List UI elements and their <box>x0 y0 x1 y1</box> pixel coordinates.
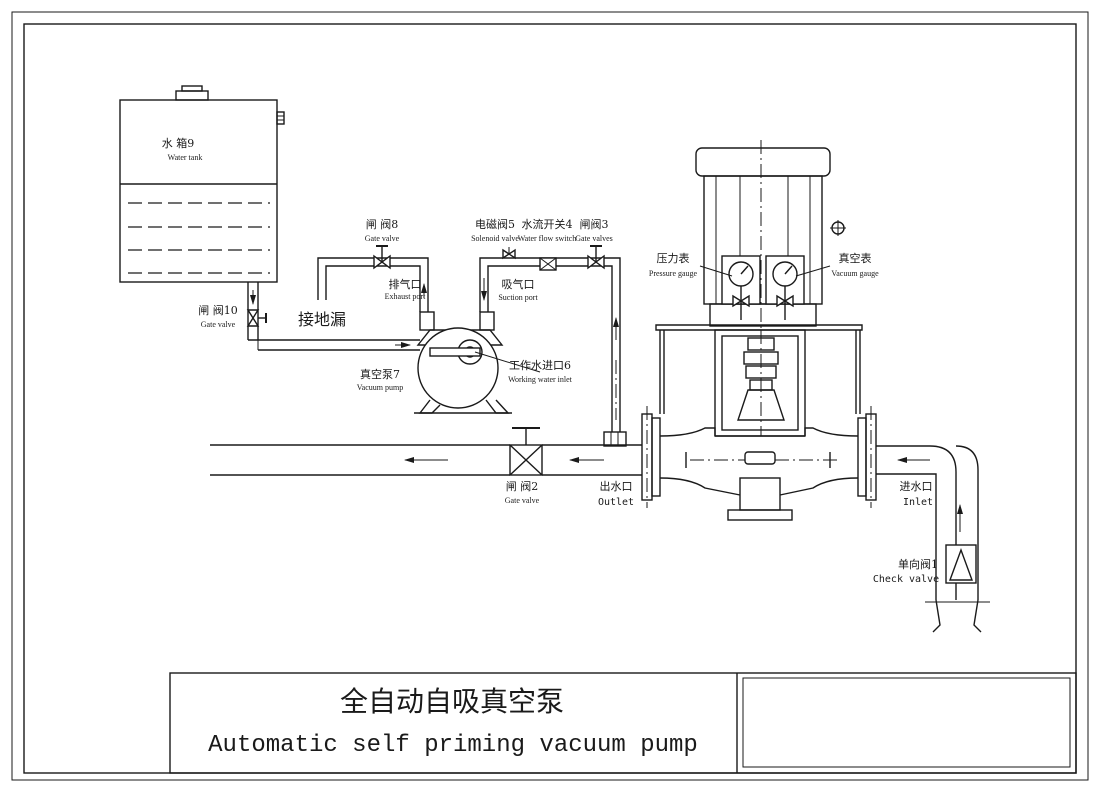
tank-drain-pipe <box>246 282 420 351</box>
working-water-inlet-label-en: Working water inlet <box>508 375 573 384</box>
suction-port-label-cn: 吸气口 <box>502 277 535 291</box>
title-block: 全自动自吸真空泵 Automatic self priming vacuum p… <box>169 672 1077 774</box>
water-flow-switch-label-en: Water flow switch <box>518 234 576 243</box>
solenoid-valve-label-cn: 电磁阀5 <box>475 217 515 231</box>
discharge-pipe <box>210 444 642 476</box>
solenoid-valve-label-en: Solenoid valve <box>471 234 519 243</box>
motor <box>695 140 846 330</box>
gate-valve-3-label-cn: 闸阀3 <box>580 217 609 231</box>
working-water-inlet-label-cn: 工作水进口6 <box>509 359 571 372</box>
check-valve <box>945 544 977 584</box>
vacuum-pump-label-en: Vacuum pump <box>357 383 403 392</box>
check-valve-label-en: Check valve <box>873 574 939 585</box>
inlet-pipe <box>876 445 990 633</box>
pressure-gauge-leader <box>699 265 733 277</box>
outlet-label-en: Outlet <box>598 497 634 508</box>
gate-valve-8-label-cn: 闸 阀8 <box>366 217 399 231</box>
vacuum-gauge-leader <box>795 265 831 277</box>
vacuum-gauge <box>765 255 805 320</box>
gate-valve-8-label-en: Gate valve <box>365 234 400 243</box>
check-valve-label-cn: 单向阀1 <box>898 557 938 571</box>
vacuum-pump-label-cn: 真空泵7 <box>360 367 400 381</box>
gate-valve-3-label-en: Gate valves <box>575 234 613 243</box>
exhaust-pipe <box>317 245 429 312</box>
gate-valve-10-label-en: Gate valve <box>201 320 236 329</box>
ground-drain-label: 接地漏 <box>298 310 346 329</box>
vacuum-gauge-label-cn: 真空表 <box>839 251 872 265</box>
vacuum-pump <box>414 311 512 414</box>
water-tank: 水 箱9 Water tank <box>119 85 285 283</box>
exhaust-port-label-cn: 排气口 <box>389 277 422 291</box>
title-cn: 全自动自吸真空泵 <box>340 685 564 718</box>
outlet-label-cn: 出水口 <box>600 479 633 493</box>
gate-valve-2-label-en: Gate valve <box>505 496 540 505</box>
inlet-label-en: Inlet <box>903 497 933 508</box>
pump-body <box>659 427 859 521</box>
pressure-gauge <box>721 255 761 320</box>
title-en: Automatic self priming vacuum pump <box>208 732 698 759</box>
water-tank-label-cn: 水 箱9 <box>162 136 195 150</box>
suction-pipe <box>479 245 627 447</box>
pressure-gauge-label-cn: 压力表 <box>657 251 690 265</box>
exhaust-port-label-en: Exhaust port <box>385 292 426 301</box>
pressure-gauge-label-en: Pressure gauge <box>649 269 698 278</box>
working-water-leader <box>474 351 541 373</box>
pump-bracket <box>655 324 863 437</box>
vacuum-gauge-label-en: Vacuum gauge <box>831 269 879 278</box>
gate-valve-2 <box>509 427 543 476</box>
outer-border <box>11 11 1089 781</box>
outlet-flange <box>641 406 661 508</box>
suction-port-label-en: Suction port <box>498 293 538 302</box>
gate-valve-10-label-cn: 闸 阀10 <box>198 303 238 317</box>
inlet-label-cn: 进水口 <box>900 480 933 493</box>
water-tank-label-en: Water tank <box>168 153 203 162</box>
water-flow-switch-label-cn: 水流开关4 <box>522 217 573 231</box>
gate-valve-2-label-cn: 闸 阀2 <box>506 479 539 493</box>
inlet-flange <box>857 406 877 508</box>
